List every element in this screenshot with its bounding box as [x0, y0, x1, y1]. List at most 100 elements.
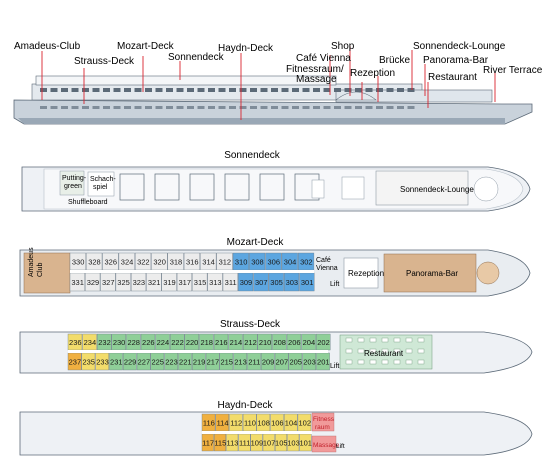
strauss-lift-label: Lift	[330, 363, 339, 370]
restaurant-table	[417, 337, 425, 343]
profile-window	[281, 88, 289, 92]
profile-label-panorama-bar: Panorama-Bar	[423, 55, 489, 66]
restaurant-table	[381, 348, 389, 354]
profile-window	[50, 88, 58, 92]
profile-window	[113, 88, 121, 92]
restaurant-table	[345, 359, 353, 365]
haydn-cabin-label-115: 115	[214, 439, 226, 448]
restaurant-table	[393, 359, 401, 365]
strauss-cabin-label-205: 205	[289, 358, 302, 367]
profile-porthole	[92, 106, 100, 109]
haydn-cabin-label-108: 108	[257, 419, 270, 428]
profile-label-strauss-deck: Strauss-Deck	[74, 56, 135, 67]
restaurant-table	[357, 348, 365, 354]
haydn-cabin-label-114: 114	[217, 419, 229, 428]
profile-label-rezeption: Rezeption	[350, 68, 395, 79]
strauss-deck-title: Strauss-Deck	[220, 319, 281, 330]
strauss-cabin-label-210: 210	[259, 338, 272, 347]
strauss-cabin-label-227: 227	[138, 358, 151, 367]
mozart-cabin-label-309: 309	[240, 278, 253, 287]
profile-window	[166, 88, 173, 92]
profile-windows	[40, 88, 415, 109]
profile-dome	[335, 91, 377, 101]
strauss-cabin-label-219: 219	[193, 358, 206, 367]
mozart-cabin-label-302: 302	[300, 258, 313, 267]
haydn-cabin-label-111: 111	[239, 439, 250, 448]
mozart-cabin-label-329: 329	[87, 278, 100, 287]
haydn-cabin-label-106: 106	[271, 419, 284, 428]
mozart-cabin-label-310: 310	[235, 258, 248, 267]
strauss-cabin-label-223: 223	[165, 358, 178, 367]
chess-area	[87, 171, 115, 197]
profile-window	[71, 88, 79, 92]
chess-label-2: spiel	[93, 184, 108, 191]
profile-porthole	[187, 106, 194, 109]
profile-porthole	[250, 106, 257, 109]
amadeus-club-label-1: Amadeus	[28, 247, 35, 277]
rezeption-area	[343, 257, 379, 289]
haydn-cabin-label-105: 105	[275, 439, 288, 448]
restaurant-table	[369, 359, 377, 365]
amadeus-club-label-2: Club	[37, 262, 44, 277]
mozart-cabin-label-303: 303	[286, 278, 299, 287]
profile-window	[365, 88, 373, 92]
haydn-cabin-label-102: 102	[298, 419, 311, 428]
ship-profile: Amadeus-Club Strauss-Deck Mozart-Deck So…	[13, 41, 543, 125]
profile-porthole	[113, 106, 121, 109]
mozart-cabin-label-312: 312	[219, 258, 232, 267]
mozart-cabin-label-320: 320	[153, 258, 166, 267]
mozart-cabin-label-324: 324	[121, 258, 134, 267]
mozart-cabin-label-318: 318	[170, 258, 183, 267]
mozart-deck-title: Mozart-Deck	[227, 237, 285, 248]
profile-porthole	[145, 106, 152, 109]
profile-porthole	[260, 106, 268, 109]
strauss-cabin-label-232: 232	[98, 338, 111, 347]
mozart-cabin-label-321: 321	[148, 278, 161, 287]
sun-lounger-frame	[189, 173, 215, 201]
strauss-cabin-label-222: 222	[171, 338, 184, 347]
strauss-cabin-label-235: 235	[82, 358, 95, 367]
profile-porthole	[103, 106, 110, 109]
strauss-cabin-label-217: 217	[207, 358, 220, 367]
mozart-cabin-label-330: 330	[72, 258, 85, 267]
restaurant-table	[405, 359, 413, 365]
mozart-cabin-label-315: 315	[194, 278, 207, 287]
profile-label-river-terrace: River Terrace	[483, 65, 543, 76]
profile-window	[92, 88, 100, 92]
strauss-cabin-label-203: 203	[303, 358, 316, 367]
restaurant-table	[357, 337, 365, 343]
sun-lounger-frame	[119, 173, 145, 201]
mozart-cabin-label-314: 314	[202, 258, 215, 267]
profile-porthole	[134, 106, 142, 109]
mozart-cabin-label-305: 305	[270, 278, 283, 287]
strauss-cabin-label-216: 216	[215, 338, 228, 347]
mozart-cabin-label-311: 311	[225, 278, 237, 287]
profile-porthole	[239, 106, 247, 109]
profile-upper-deck	[35, 75, 337, 86]
profile-window	[134, 88, 142, 92]
profile-porthole	[376, 106, 383, 109]
profile-window	[218, 88, 226, 92]
profile-label-sonnendeck: Sonnendeck	[168, 52, 225, 63]
mozart-cabin-label-328: 328	[88, 258, 101, 267]
restaurant-table	[393, 337, 401, 343]
strauss-cabin-label-204: 204	[303, 338, 316, 347]
mozart-cabin-label-304: 304	[284, 258, 297, 267]
strauss-cabin-label-202: 202	[317, 338, 330, 347]
chess-label-1: Schach-	[90, 176, 116, 183]
strauss-cabin-label-233: 233	[96, 358, 109, 367]
restaurant-table	[417, 348, 425, 354]
profile-porthole	[166, 106, 173, 109]
profile-window	[61, 88, 68, 92]
profile-label-haydn-deck: Haydn-Deck	[218, 43, 274, 54]
putting-green-label-2: green	[64, 183, 82, 190]
mozart-cabin-label-319: 319	[163, 278, 176, 287]
mozart-cabin-label-307: 307	[255, 278, 268, 287]
haydn-lift-label: Lift	[336, 443, 345, 450]
